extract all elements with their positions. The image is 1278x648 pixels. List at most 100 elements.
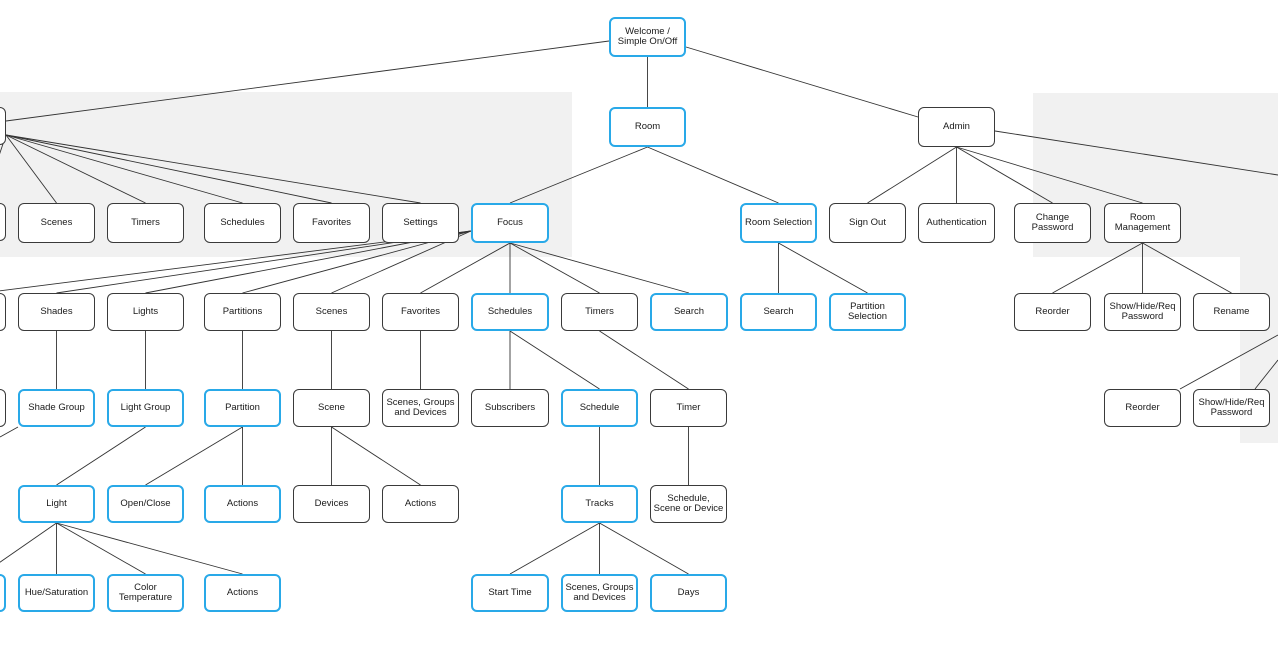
- edge-focus-to-timers_focus: [509, 242, 600, 294]
- node-label: Scenes, Groups and Devices: [386, 396, 455, 418]
- edge-light_group-to-light: [56, 426, 146, 486]
- node-label: Scenes: [315, 305, 348, 317]
- edge-light-group-left-to-offscreen: [0, 426, 19, 438]
- node-devices: Devices: [293, 485, 370, 523]
- node-room-management: Room Management: [1104, 203, 1181, 243]
- node-label: Change Password: [1031, 211, 1074, 233]
- edge-timers_focus-to-timer: [599, 330, 689, 390]
- node-partition-selection: Partition Selection: [829, 293, 906, 331]
- node-label: Actions: [404, 497, 437, 509]
- node-tracks: Tracks: [561, 485, 638, 523]
- node-admin: Admin: [918, 107, 995, 147]
- edge-home-to-home_child_a: [0, 134, 7, 155]
- node-label: Light: [46, 497, 67, 509]
- node-label: Schedule: [579, 401, 620, 413]
- node-reorder-right: Reorder: [1104, 389, 1181, 427]
- node-timers-top: Timers: [107, 203, 184, 243]
- node-label: Start Time: [488, 586, 532, 598]
- edge-home-to-favorites_top: [5, 134, 332, 204]
- node-label: Reorder: [1035, 305, 1070, 317]
- node-shades: Shades: [18, 293, 95, 331]
- node-label: Reorder: [1125, 401, 1160, 413]
- edge-scene-to-actions_scene: [331, 426, 421, 486]
- node-label: Shade Group: [28, 401, 85, 413]
- node-scenes-focus: Scenes: [293, 293, 370, 331]
- edge-home-to-scenes_top: [5, 134, 57, 204]
- edge-room_management-to-rename_rm: [1142, 242, 1232, 294]
- node-label: Scenes: [40, 216, 73, 228]
- node-label: Schedules: [487, 305, 533, 317]
- node-label: Actions: [226, 586, 259, 598]
- node-label: Search: [763, 305, 794, 317]
- node-label: Search: [673, 305, 705, 317]
- node-label: Schedules: [220, 216, 265, 228]
- node-favorites-top: Favorites: [293, 203, 370, 243]
- node-label: Lights: [132, 305, 159, 317]
- edge-tracks-to-start_time: [509, 522, 600, 575]
- node-label: Schedule, Scene or Device: [653, 492, 724, 514]
- edge-home-to-schedules_top: [5, 134, 243, 204]
- edge-room-to-focus: [509, 146, 648, 204]
- edge-welcome-to-admin: [685, 46, 919, 118]
- node-timer: Timer: [650, 389, 727, 427]
- edge-schedules_focus-to-schedule: [509, 330, 600, 390]
- node-label: Timers: [131, 216, 160, 228]
- node-label: Devices: [314, 497, 349, 509]
- node-partition: Partition: [204, 389, 281, 427]
- edge-admin-to-sign_out: [867, 146, 957, 204]
- edge-tracks-to-days: [599, 522, 689, 575]
- edge-light-to-actions_light: [56, 522, 243, 575]
- node-show-hide-rm: Show/Hide/Req Password: [1104, 293, 1181, 331]
- node-label: Actions: [226, 497, 259, 509]
- node-label: Room Selection: [744, 216, 813, 228]
- node-welcome: Welcome / Simple On/Off: [609, 17, 686, 57]
- edge-admin-to-offscreen: [994, 130, 1278, 176]
- node-label: Settings: [403, 216, 438, 228]
- edge-admin-to-change_password: [956, 146, 1053, 204]
- node-label: Room Management: [1114, 211, 1171, 233]
- node-label: Authentication: [926, 216, 987, 228]
- node-actions-light: Actions: [204, 574, 281, 612]
- node-light-group: Light Group: [107, 389, 184, 427]
- node-favorites-focus: Favorites: [382, 293, 459, 331]
- node-home-child-a: [0, 203, 6, 241]
- node-start-time: Start Time: [471, 574, 549, 612]
- edge-rm-right-to-reorder: [1179, 334, 1278, 390]
- edge-room-to-room_selection: [647, 146, 779, 204]
- node-label: Timer: [676, 401, 701, 413]
- node-label: Rename: [1213, 305, 1250, 317]
- node-color-temperature: Color Temperature: [107, 574, 184, 612]
- node-focus-child-a: [0, 293, 6, 331]
- node-label: Tracks: [585, 497, 614, 509]
- node-search-room: Search: [740, 293, 817, 331]
- node-focus: Focus: [471, 203, 549, 243]
- edge-light-to-light_child_a: [0, 522, 57, 563]
- node-schedule-scene-device: Schedule, Scene or Device: [650, 485, 727, 523]
- node-show-hide-right: Show/Hide/Req Password: [1193, 389, 1270, 427]
- node-lights: Lights: [107, 293, 184, 331]
- node-scenes-groups-devices-fav: Scenes, Groups and Devices: [382, 389, 459, 427]
- node-label: Admin: [943, 120, 970, 132]
- node-schedules-focus: Schedules: [471, 293, 549, 331]
- node-schedules-top: Schedules: [204, 203, 281, 243]
- node-label: Partitions: [222, 305, 263, 317]
- node-scene: Scene: [293, 389, 370, 427]
- node-label: Favorites: [311, 216, 352, 228]
- node-open-close: Open/Close: [107, 485, 184, 523]
- node-home: [0, 107, 6, 145]
- node-label: Color Temperature: [118, 581, 173, 603]
- node-label: Hue/Saturation: [24, 586, 89, 598]
- node-label: Shades: [40, 305, 73, 317]
- node-actions-scene: Actions: [382, 485, 459, 523]
- node-label: Favorites: [400, 305, 441, 317]
- node-label: Show/Hide/Req Password: [1198, 396, 1265, 418]
- node-authentication: Authentication: [918, 203, 995, 243]
- node-shade-group: Shade Group: [18, 389, 95, 427]
- edge-room_selection-to-partition_selection: [778, 242, 868, 294]
- node-label: Scenes, Groups and Devices: [565, 581, 634, 603]
- edge-home-to-timers_top: [5, 134, 146, 204]
- node-light: Light: [18, 485, 95, 523]
- node-label: Light Group: [120, 401, 171, 413]
- edge-room_management-to-reorder_rm: [1052, 242, 1143, 294]
